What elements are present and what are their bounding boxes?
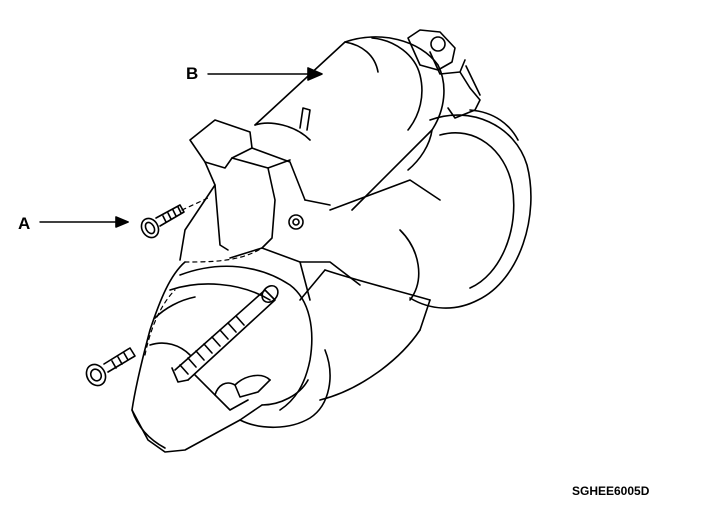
solenoid <box>255 37 444 210</box>
mounting-bracket <box>180 120 330 260</box>
callout-label-b: B <box>186 64 199 83</box>
bolt-a <box>138 205 184 241</box>
pinion-shaft <box>172 283 281 382</box>
callout-arrow-a <box>40 217 128 227</box>
callout-label-a: A <box>18 214 31 233</box>
callout-arrow-b <box>208 68 322 80</box>
alignment-lines <box>145 198 262 355</box>
figure-code: SGHEE6005D <box>572 484 650 498</box>
solenoid-terminal <box>408 30 480 118</box>
bolt-lower <box>83 348 135 389</box>
drive-housing <box>132 248 360 452</box>
motor-body <box>300 110 531 400</box>
